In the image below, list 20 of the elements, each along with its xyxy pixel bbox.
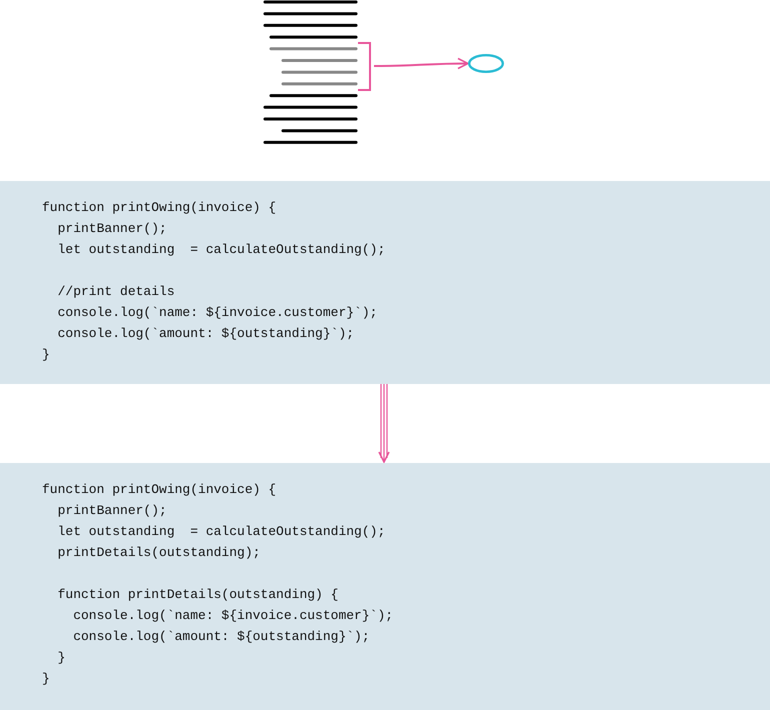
code-panel (0, 463, 770, 710)
code-line: let outstanding = calculateOutstanding(); (56, 241, 386, 259)
code-line: let outstanding = calculateOutstanding(); (56, 523, 386, 541)
code-line: printBanner(); (56, 220, 167, 238)
code-line: console.log(`amount: ${outstanding}`); (56, 325, 354, 343)
code-line: console.log(`amount: ${outstanding}`); (72, 628, 370, 646)
code-line: printDetails(outstanding); (56, 544, 260, 562)
code-line: function printDetails(outstanding) { (56, 586, 338, 604)
code-panel (0, 181, 770, 384)
code-line: } (42, 346, 50, 364)
code-line: printBanner(); (56, 502, 167, 520)
code-line: console.log(`name: ${invoice.customer}`); (72, 607, 394, 625)
code-line: console.log(`name: ${invoice.customer}`); (56, 304, 378, 322)
code-line: } (56, 649, 66, 667)
code-line: //print details (56, 283, 175, 301)
arrow (374, 58, 469, 70)
code-line: } (42, 670, 50, 688)
arrow (378, 383, 390, 463)
code-line: function printOwing(invoice) { (42, 199, 276, 217)
code-line: function printOwing(invoice) { (42, 481, 276, 499)
